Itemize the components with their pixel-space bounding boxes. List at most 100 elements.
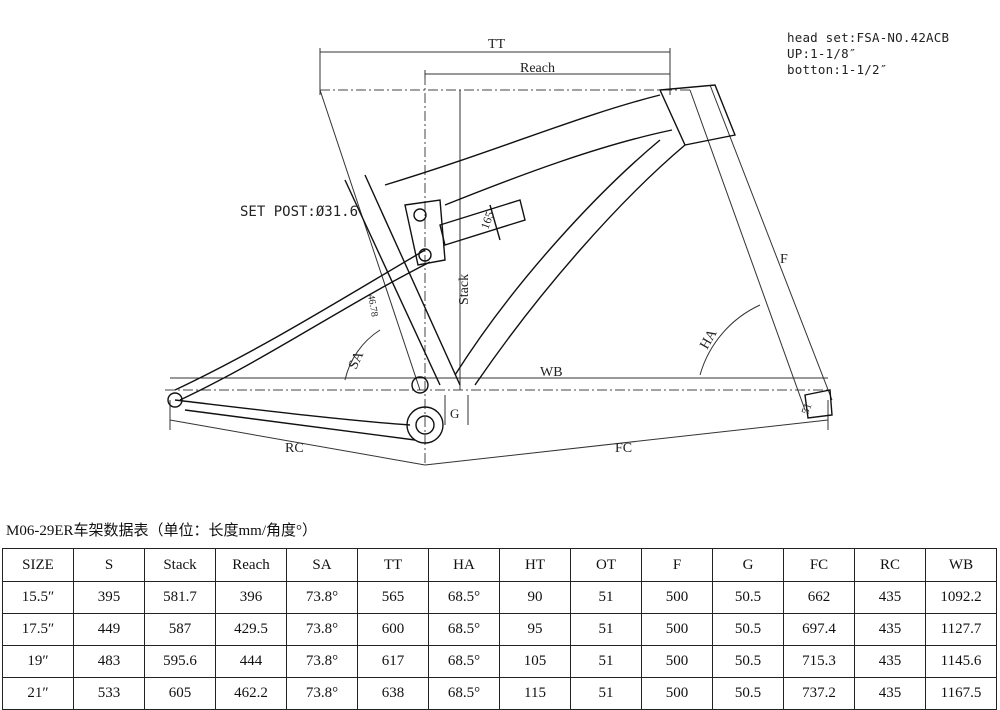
table-cell: 1167.5 xyxy=(925,677,997,710)
table-cell: 533 xyxy=(73,677,145,710)
table-cell: 444 xyxy=(215,645,287,678)
table-cell: 449 xyxy=(73,613,145,646)
table-cell: 1092.2 xyxy=(925,581,997,614)
table-cell: 395 xyxy=(73,581,145,614)
table-cell: 50.5 xyxy=(712,613,784,646)
table-cell: 737.2 xyxy=(783,677,855,710)
g-label: G xyxy=(450,406,459,421)
table-header-cell: SA xyxy=(286,548,358,582)
sa-arc xyxy=(344,329,381,381)
table-cell: 500 xyxy=(641,581,713,614)
f-label: F xyxy=(780,252,788,267)
table-header-cell: Reach xyxy=(215,548,287,582)
table-cell: 68.5° xyxy=(428,581,500,614)
table-header-cell: F xyxy=(641,548,713,582)
set-post-label: SET POST:Ø31.6 xyxy=(240,204,358,220)
table-cell: 105 xyxy=(499,645,571,678)
table-caption: M06-29ER车架数据表（单位：长度mm/角度°） xyxy=(6,523,318,539)
table-cell: 396 xyxy=(215,581,287,614)
table-cell: 435 xyxy=(854,613,926,646)
reach-label: Reach xyxy=(520,61,555,76)
table-header-cell: HT xyxy=(499,548,571,582)
table-cell: 50.5 xyxy=(712,677,784,710)
table-cell: 73.8° xyxy=(286,677,358,710)
table-cell: 697.4 xyxy=(783,613,855,646)
table-cell: 50.5 xyxy=(712,581,784,614)
table-cell: 462.2 xyxy=(215,677,287,710)
table-header-cell: SIZE xyxy=(2,548,74,582)
table-header-cell: OT xyxy=(570,548,642,582)
tt-dimension xyxy=(319,48,671,391)
table-cell: 1145.6 xyxy=(925,645,997,678)
seat-tube-length-label: 46.78 xyxy=(365,294,380,318)
table-cell: 19″ xyxy=(2,645,74,678)
table-cell: 73.8° xyxy=(286,645,358,678)
table-cell: 595.6 xyxy=(144,645,216,678)
table-cell: 68.5° xyxy=(428,613,500,646)
table-cell: 51 xyxy=(570,677,642,710)
tt-label: TT xyxy=(488,37,506,52)
table-cell: 21″ xyxy=(2,677,74,710)
table-cell: 605 xyxy=(144,677,216,710)
table-header-cell: FC xyxy=(783,548,855,582)
table-header-cell: Stack xyxy=(144,548,216,582)
table-cell: 500 xyxy=(641,645,713,678)
table-header-cell: G xyxy=(712,548,784,582)
table-cell: 51 xyxy=(570,613,642,646)
table-cell: 638 xyxy=(357,677,429,710)
fork-projection xyxy=(689,84,833,411)
fork-length-label: 51 xyxy=(800,402,815,416)
table-cell: 500 xyxy=(641,613,713,646)
stack-label: Stack xyxy=(457,274,472,305)
table-cell: 429.5 xyxy=(215,613,287,646)
table-cell: 435 xyxy=(854,645,926,678)
dimension-lines xyxy=(165,50,830,465)
table-cell: 90 xyxy=(499,581,571,614)
table-header-cell: HA xyxy=(428,548,500,582)
frame-geometry-drawing: TT Reach Stack SET POST:Ø31.6 F HA SA WB… xyxy=(165,37,833,466)
upper-note: UP:1-1/8″ xyxy=(787,46,857,61)
table-cell: 51 xyxy=(570,645,642,678)
headset-notes: head set:FSA-NO.42ACB UP:1-1/8″ botton:1… xyxy=(787,30,949,78)
table-cell: 15.5″ xyxy=(2,581,74,614)
table-cell: 68.5° xyxy=(428,677,500,710)
shock-length-label: 165 xyxy=(478,209,497,231)
table-cell: 95 xyxy=(499,613,571,646)
table-cell: 617 xyxy=(357,645,429,678)
table-cell: 715.3 xyxy=(783,645,855,678)
table-cell: 17.5″ xyxy=(2,613,74,646)
bottom-note: botton:1-1/2″ xyxy=(787,62,888,77)
table-cell: 73.8° xyxy=(286,613,358,646)
table-header-cell: RC xyxy=(854,548,926,582)
table-cell: 1127.7 xyxy=(925,613,997,646)
table-cell: 68.5° xyxy=(428,645,500,678)
table-header-cell: TT xyxy=(357,548,429,582)
table-cell: 483 xyxy=(73,645,145,678)
rc-label: RC xyxy=(285,441,304,456)
g-dimension xyxy=(444,395,469,425)
table-cell: 500 xyxy=(641,677,713,710)
table-cell: 435 xyxy=(854,677,926,710)
table-cell: 435 xyxy=(854,581,926,614)
ha-label: HA xyxy=(697,326,721,352)
table-cell: 662 xyxy=(783,581,855,614)
reach-dimension xyxy=(424,70,670,78)
table-cell: 587 xyxy=(144,613,216,646)
wb-label: WB xyxy=(540,365,563,380)
bike-frame xyxy=(167,84,833,444)
table-header-cell: S xyxy=(73,548,145,582)
table-header-cell: WB xyxy=(925,548,997,582)
table-cell: 115 xyxy=(499,677,571,710)
table-cell: 50.5 xyxy=(712,645,784,678)
table-cell: 51 xyxy=(570,581,642,614)
table-cell: 565 xyxy=(357,581,429,614)
fc-label: FC xyxy=(615,441,632,456)
table-cell: 73.8° xyxy=(286,581,358,614)
table-cell: 581.7 xyxy=(144,581,216,614)
